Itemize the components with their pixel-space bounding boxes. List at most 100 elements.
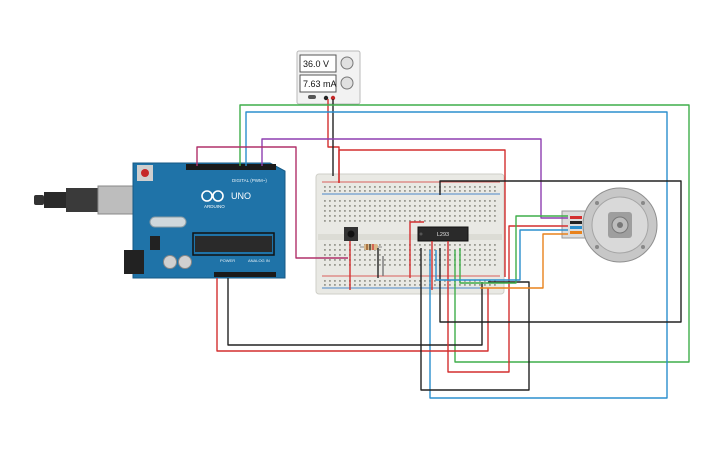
breadboard-hole	[324, 284, 326, 286]
breadboard-hole	[389, 190, 391, 192]
breadboard-hole	[449, 205, 451, 207]
breadboard-hole	[339, 244, 341, 246]
power-switch[interactable]	[308, 95, 316, 99]
breadboard-hole	[494, 284, 496, 286]
breadboard-hole	[339, 190, 341, 192]
breadboard-hole	[384, 190, 386, 192]
breadboard-hole	[399, 200, 401, 202]
breadboard-hole	[474, 264, 476, 266]
digital-header[interactable]	[186, 164, 276, 170]
breadboard-hole	[364, 200, 366, 202]
breadboard-hole	[429, 186, 431, 188]
breadboard-hole	[394, 259, 396, 261]
capacitor-1	[163, 255, 177, 269]
breadboard-hole	[419, 220, 421, 222]
breadboard-hole	[379, 186, 381, 188]
breadboard-hole	[354, 259, 356, 261]
breadboard-hole	[479, 249, 481, 251]
positive-terminal[interactable]	[330, 95, 336, 101]
breadboard-hole	[364, 284, 366, 286]
wire-arduino-gnd-black	[227, 278, 483, 346]
breadboard-hole	[374, 264, 376, 266]
voltage-knob[interactable]	[340, 56, 354, 70]
breadboard-hole	[409, 186, 411, 188]
breadboard-hole	[399, 259, 401, 261]
breadboard-hole	[364, 205, 366, 207]
breadboard-hole	[409, 215, 411, 217]
power-supply[interactable]: 36.0 V 7.63 mA	[296, 50, 361, 105]
regulator	[150, 236, 160, 250]
breadboard-hole	[384, 254, 386, 256]
breadboard-hole	[334, 264, 336, 266]
breadboard-hole	[339, 249, 341, 251]
negative-terminal[interactable]	[323, 95, 329, 101]
breadboard-hole	[379, 215, 381, 217]
breadboard-hole	[379, 220, 381, 222]
breadboard-hole	[329, 186, 331, 188]
current-knob[interactable]	[340, 76, 354, 90]
breadboard-hole	[409, 284, 411, 286]
breadboard-hole	[479, 244, 481, 246]
breadboard-hole	[474, 254, 476, 256]
wire-purple	[261, 138, 568, 219]
breadboard-hole	[449, 280, 451, 282]
dc-motor-icon[interactable]	[561, 187, 658, 263]
pushbutton[interactable]	[344, 227, 358, 241]
breadboard-hole	[484, 190, 486, 192]
breadboard-hole	[459, 284, 461, 286]
power-analog-header[interactable]	[214, 272, 276, 277]
breadboard-hole	[374, 280, 376, 282]
capacitor-2	[178, 255, 192, 269]
breadboard-hole	[329, 220, 331, 222]
breadboard-hole	[389, 259, 391, 261]
breadboard-hole	[354, 200, 356, 202]
breadboard-hole	[394, 254, 396, 256]
breadboard-hole	[354, 220, 356, 222]
breadboard-hole	[374, 200, 376, 202]
breadboard-hole	[429, 205, 431, 207]
wire-black-motor	[439, 180, 682, 323]
breadboard-hole	[414, 259, 416, 261]
breadboard-hole	[454, 215, 456, 217]
breadboard-hole	[374, 205, 376, 207]
breadboard-hole	[414, 264, 416, 266]
breadboard-hole	[479, 186, 481, 188]
digital-label: DIGITAL (PWM~)	[232, 178, 267, 183]
resistor[interactable]	[360, 244, 382, 250]
voltage-display	[299, 54, 337, 73]
breadboard-hole	[464, 190, 466, 192]
breadboard-hole	[374, 220, 376, 222]
breadboard-hole	[484, 200, 486, 202]
breadboard-hole	[484, 280, 486, 282]
breadboard-hole	[494, 190, 496, 192]
breadboard-hole	[399, 249, 401, 251]
l293-driver-chip[interactable]: L293	[417, 226, 469, 242]
breadboard-hole	[419, 284, 421, 286]
arduino-uno-board[interactable]: DIGITAL (PWM~) ARDUINO UNO POWER ANALOG …	[34, 162, 286, 279]
breadboard-hole	[484, 210, 486, 212]
breadboard-hole	[374, 284, 376, 286]
breadboard-hole	[354, 244, 356, 246]
breadboard-hole	[329, 244, 331, 246]
breadboard-hole	[334, 284, 336, 286]
model-text: UNO	[231, 191, 251, 201]
breadboard-hole	[334, 220, 336, 222]
breadboard-hole	[369, 254, 371, 256]
breadboard-hole	[394, 244, 396, 246]
breadboard-hole	[419, 280, 421, 282]
breadboard-hole	[434, 259, 436, 261]
breadboard-hole	[329, 249, 331, 251]
analog-label: ANALOG IN	[248, 258, 270, 263]
breadboard-hole	[369, 264, 371, 266]
breadboard-hole	[344, 210, 346, 212]
breadboard-hole	[364, 220, 366, 222]
breadboard-hole	[339, 220, 341, 222]
breadboard-hole	[379, 190, 381, 192]
breadboard-hole	[444, 220, 446, 222]
breadboard-hole	[434, 215, 436, 217]
breadboard-hole	[419, 244, 421, 246]
breadboard-hole	[324, 220, 326, 222]
breadboard-hole	[409, 210, 411, 212]
breadboard-hole	[469, 254, 471, 256]
breadboard-hole	[344, 249, 346, 251]
